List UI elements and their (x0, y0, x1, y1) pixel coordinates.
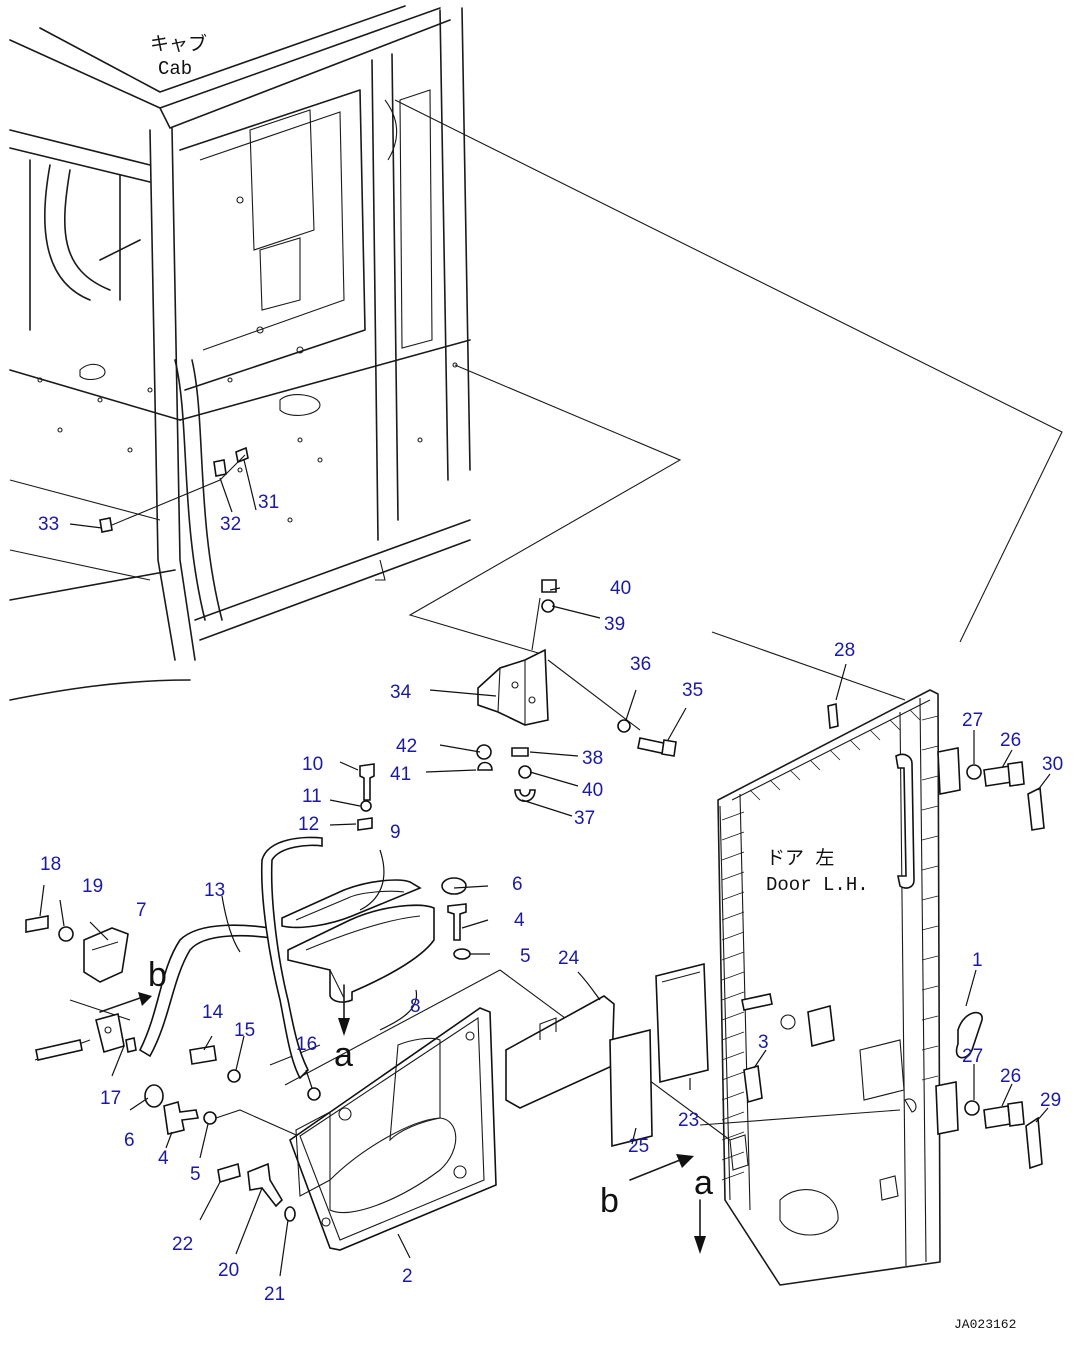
callout-13[interactable]: 13 (204, 880, 225, 901)
callout-26a[interactable]: 26 (1000, 730, 1021, 751)
callout-24[interactable]: 24 (558, 948, 580, 969)
callout-16[interactable]: 16 (296, 1034, 317, 1055)
callout-22[interactable]: 22 (172, 1234, 193, 1255)
callout-32[interactable]: 32 (220, 514, 241, 535)
cab-frame (9, 5, 471, 701)
callout-4b[interactable]: 4 (158, 1148, 169, 1169)
view-a-label-2: a (694, 1164, 713, 1202)
callout-3[interactable]: 3 (758, 1032, 769, 1053)
callout-40b[interactable]: 40 (582, 780, 603, 801)
callout-26b[interactable]: 26 (1000, 1066, 1021, 1087)
callout-6a[interactable]: 6 (512, 874, 523, 895)
callout-19[interactable]: 19 (82, 876, 103, 897)
door-stay-assembly (25, 836, 323, 1080)
view-a-label-1: a (334, 1036, 353, 1074)
callout-33[interactable]: 33 (38, 514, 59, 535)
door-en-label: Door L.H. (766, 874, 869, 896)
callout-14[interactable]: 14 (202, 1002, 224, 1023)
callout-27a[interactable]: 27 (962, 710, 983, 731)
callout-5b[interactable]: 5 (190, 1164, 201, 1185)
callout-8[interactable]: 8 (410, 996, 421, 1017)
callout-29[interactable]: 29 (1040, 1090, 1061, 1111)
callout-1[interactable]: 1 (972, 950, 983, 971)
callout-numbers: 1 2 3 4 4 5 5 6 6 7 8 9 10 11 12 13 14 1… (38, 492, 1063, 1305)
callout-30[interactable]: 30 (1042, 754, 1063, 775)
callout-27b[interactable]: 27 (962, 1046, 983, 1067)
callout-11[interactable]: 11 (302, 786, 322, 807)
callout-6b[interactable]: 6 (124, 1130, 135, 1151)
callout-28[interactable]: 28 (834, 640, 855, 661)
callout-36[interactable]: 36 (630, 654, 651, 675)
door-jp-label: ドア 左 (766, 847, 834, 870)
callout-38[interactable]: 38 (582, 748, 603, 769)
alignment-lines (34, 99, 1063, 1151)
callout-39[interactable]: 39 (604, 614, 625, 635)
view-b-label-1: b (148, 956, 167, 994)
callout-9[interactable]: 9 (390, 822, 401, 843)
callout-31[interactable]: 31 (258, 492, 279, 513)
door-stopper-bracket (477, 597, 549, 726)
cab-en-label: Cab (158, 58, 192, 80)
leader-lines (39, 459, 1051, 1277)
callout-21[interactable]: 21 (264, 1284, 285, 1305)
callout-2[interactable]: 2 (402, 1266, 413, 1287)
callout-7[interactable]: 7 (136, 900, 147, 921)
callout-34[interactable]: 34 (390, 682, 412, 703)
callout-15[interactable]: 15 (234, 1020, 255, 1041)
drawing-code: JA023162 (954, 1317, 1016, 1332)
insulation-pads (505, 962, 709, 1148)
callout-10[interactable]: 10 (302, 754, 323, 775)
callout-42[interactable]: 42 (396, 736, 417, 757)
callout-5a[interactable]: 5 (520, 946, 531, 967)
hinge-hardware (964, 761, 1045, 1170)
plain-labels: キャブ Cab ドア 左 Door L.H. a a b b JA023162 (148, 32, 1016, 1332)
inner-cup-assembly (281, 879, 435, 1003)
callout-25[interactable]: 25 (628, 1136, 649, 1157)
cab-jp-label: キャブ (150, 32, 207, 56)
callout-35[interactable]: 35 (682, 680, 703, 701)
door-lh (717, 689, 983, 1286)
callout-23[interactable]: 23 (678, 1110, 699, 1131)
callout-40a[interactable]: 40 (610, 578, 631, 599)
callout-4a[interactable]: 4 (514, 910, 525, 931)
bracket-hardware (476, 579, 677, 803)
callout-12[interactable]: 12 (298, 814, 319, 835)
trim-hardware (144, 763, 471, 1222)
view-b-label-2: b (600, 1182, 619, 1220)
callout-37[interactable]: 37 (574, 808, 595, 829)
inner-trim-panel (289, 1007, 497, 1251)
callout-17[interactable]: 17 (100, 1088, 121, 1109)
view-arrows (99, 984, 706, 1254)
callout-41[interactable]: 41 (390, 764, 411, 785)
callout-18[interactable]: 18 (40, 854, 61, 875)
callout-20[interactable]: 20 (218, 1260, 239, 1281)
